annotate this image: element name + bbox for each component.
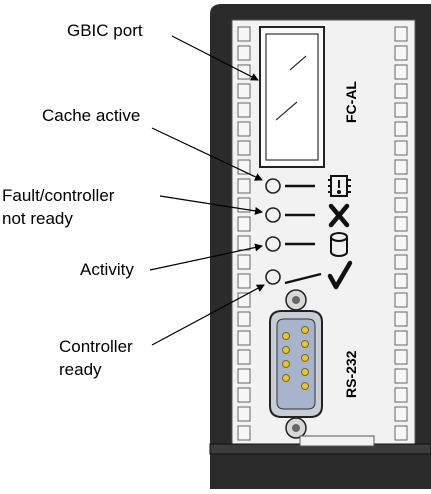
right-vent-slots bbox=[394, 26, 408, 441]
fault-x-icon bbox=[328, 203, 350, 228]
cache-board-icon bbox=[328, 175, 351, 197]
led-fault bbox=[265, 207, 315, 223]
fc-al-label: FC-AL bbox=[343, 81, 359, 123]
led-controller-ready bbox=[265, 269, 322, 285]
checkmark-icon bbox=[327, 260, 353, 290]
label-fault-line1: Fault/controller bbox=[2, 186, 115, 205]
connector-pins bbox=[282, 326, 309, 390]
led-cache-active bbox=[265, 178, 315, 194]
callout-leaders bbox=[149, 35, 265, 346]
label-gbic-port: GBIC port bbox=[67, 21, 143, 40]
rs-232-label: RS-232 bbox=[343, 350, 359, 398]
label-cache-active: Cache active bbox=[42, 106, 141, 125]
leader-activity bbox=[149, 243, 263, 271]
label-fault-line2: not ready bbox=[2, 209, 73, 228]
label-ready-line2: ready bbox=[59, 360, 102, 379]
label-activity: Activity bbox=[80, 260, 134, 279]
leader-gbic-port bbox=[171, 35, 259, 81]
leader-fault bbox=[159, 195, 263, 215]
rs232-connector bbox=[269, 289, 323, 439]
label-ready-line1: Controller bbox=[59, 337, 133, 356]
latch-tab bbox=[299, 435, 375, 447]
leader-controller-ready bbox=[151, 284, 265, 346]
leader-cache-active bbox=[151, 127, 263, 181]
disk-cylinder-icon bbox=[330, 232, 348, 257]
led-activity bbox=[265, 236, 315, 252]
left-vent-slots bbox=[237, 26, 251, 441]
gbic-port bbox=[259, 26, 325, 168]
